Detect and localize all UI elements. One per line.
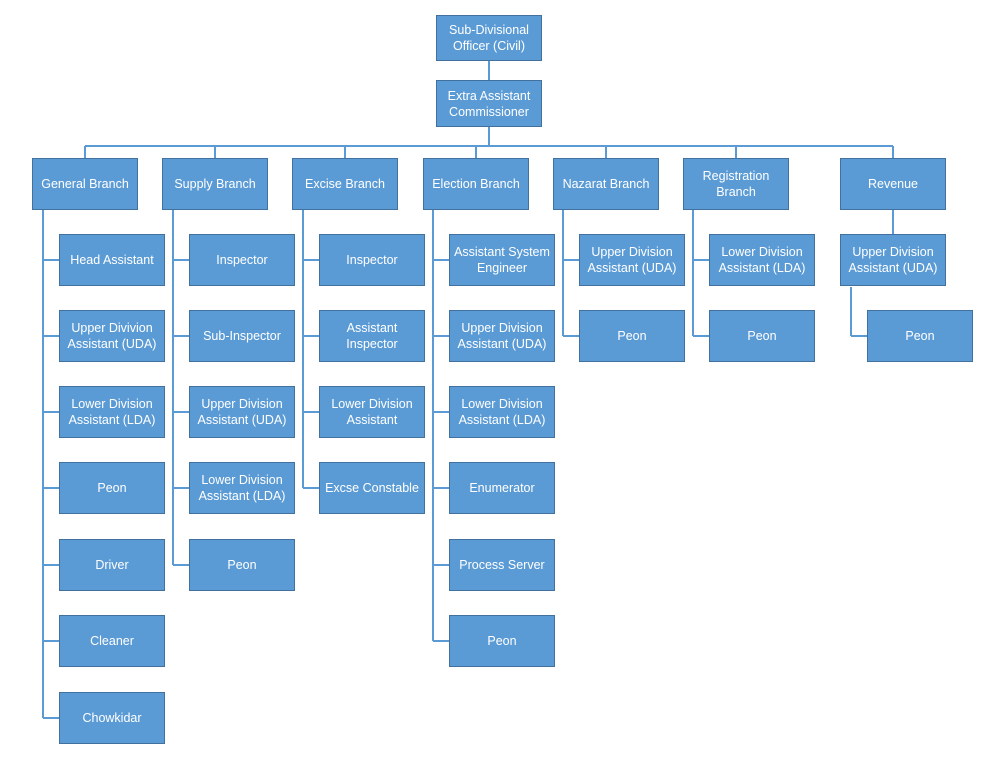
post-nazarat-peon: Peon	[579, 310, 685, 362]
post-supply-uda: Upper Division Assistant (UDA)	[189, 386, 295, 438]
post-registration-lda: Lower Division Assistant (LDA)	[709, 234, 815, 286]
branch-registration: Registration Branch	[683, 158, 789, 210]
post-general-lda: Lower Division Assistant (LDA)	[59, 386, 165, 438]
post-election-enumerator: Enumerator	[449, 462, 555, 514]
post-election-process-server: Process Server	[449, 539, 555, 591]
post-supply-lda: Lower Division Assistant (LDA)	[189, 462, 295, 514]
post-excise-inspector: Inspector	[319, 234, 425, 286]
node-sdo: Sub-Divisional Officer (Civil)	[436, 15, 542, 61]
post-general-uda: Upper Divivion Assistant (UDA)	[59, 310, 165, 362]
branch-excise: Excise Branch	[292, 158, 398, 210]
post-election-lda: Lower Division Assistant (LDA)	[449, 386, 555, 438]
branch-revenue: Revenue	[840, 158, 946, 210]
post-nazarat-uda: Upper Division Assistant (UDA)	[579, 234, 685, 286]
post-excise-assistant-inspector: Assistant Inspector	[319, 310, 425, 362]
post-revenue-peon: Peon	[867, 310, 973, 362]
post-revenue-uda: Upper Division Assistant (UDA)	[840, 234, 946, 286]
post-general-cleaner: Cleaner	[59, 615, 165, 667]
post-excise-lda: Lower Division Assistant	[319, 386, 425, 438]
branch-election: Election Branch	[423, 158, 529, 210]
post-general-driver: Driver	[59, 539, 165, 591]
post-general-peon: Peon	[59, 462, 165, 514]
post-general-chowkidar: Chowkidar	[59, 692, 165, 744]
post-supply-inspector: Inspector	[189, 234, 295, 286]
post-supply-peon: Peon	[189, 539, 295, 591]
node-eac: Extra Assistant Commissioner	[436, 80, 542, 127]
branch-supply: Supply Branch	[162, 158, 268, 210]
branch-nazarat: Nazarat Branch	[553, 158, 659, 210]
post-excise-constable: Excse Constable	[319, 462, 425, 514]
post-election-peon: Peon	[449, 615, 555, 667]
post-election-uda: Upper Division Assistant (UDA)	[449, 310, 555, 362]
post-general-head-assistant: Head Assistant	[59, 234, 165, 286]
branch-general: General Branch	[32, 158, 138, 210]
post-registration-peon: Peon	[709, 310, 815, 362]
post-election-system-engineer: Assistant System Engineer	[449, 234, 555, 286]
post-supply-sub-inspector: Sub-Inspector	[189, 310, 295, 362]
